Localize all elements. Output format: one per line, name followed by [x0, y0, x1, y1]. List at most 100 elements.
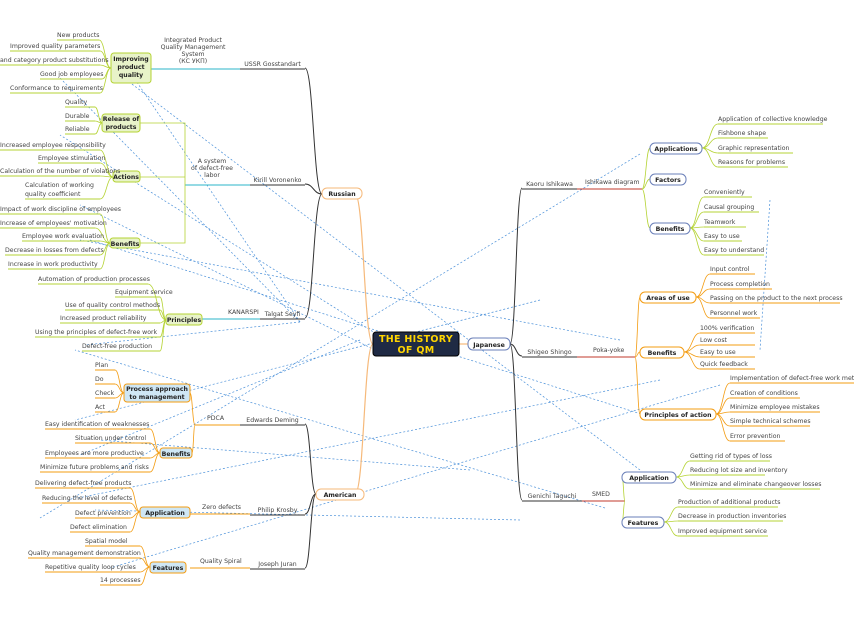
leaf-improving-quality: Conformance to requirements	[10, 85, 103, 92]
leaf-application: Defect elimination	[70, 524, 127, 531]
group-benefits-voronenko[interactable]	[109, 237, 141, 249]
leaf-features: 14 processes	[100, 577, 141, 584]
group-benefits-deming[interactable]	[159, 447, 193, 459]
leaf-pdca: Plan	[95, 362, 108, 369]
group-label: Benefits	[111, 241, 140, 248]
person-seyfi: Talgat Seyfi	[264, 311, 301, 318]
group-label: Features	[628, 520, 659, 527]
group-features-taguchi[interactable]	[621, 516, 665, 529]
cross-link	[77, 379, 661, 499]
leaf-actions: quality coefficient	[25, 191, 81, 198]
leaf-principles: Defect-free production	[82, 343, 152, 350]
curve	[715, 382, 731, 415]
leaf-applications: Reasons for problems	[718, 159, 785, 166]
cross-link	[39, 153, 641, 519]
branch-american-node[interactable]	[315, 488, 365, 501]
leaf-actions: Increased employee responsibility	[0, 142, 106, 149]
group-label: Application	[145, 510, 184, 517]
leaf-pdca: Check	[95, 390, 114, 397]
leaf-benefits: Minimize future problems and risks	[40, 464, 149, 471]
group-applications-ishikawa[interactable]	[649, 142, 703, 155]
cross-link	[94, 509, 521, 521]
leaf-areas: Personnel work	[710, 310, 758, 317]
leaf-application: Delivering defect-free products	[35, 480, 132, 487]
curve	[701, 147, 719, 168]
person-connector	[509, 343, 523, 501]
curve	[663, 521, 679, 537]
leaf-principles: Use of quality control methods	[65, 302, 160, 309]
system-label-line: Quality Management	[161, 44, 226, 51]
group-label: Benefits	[162, 451, 191, 458]
curve	[689, 196, 705, 229]
person-taguchi: Genichi Taguchi	[528, 493, 577, 500]
group-label: Applications	[654, 146, 697, 153]
leaf-benefits: Conveniently	[704, 189, 745, 196]
curve	[641, 188, 651, 229]
leaf-improving-quality: Good job employees	[40, 71, 103, 78]
group-benefits-ishikawa[interactable]	[649, 222, 691, 235]
group-process-approach[interactable]	[123, 383, 191, 403]
group-label: Benefits	[648, 350, 677, 357]
system-label: Ishikawa diagram	[585, 179, 640, 186]
leaf-benefits: Easy to use	[704, 233, 740, 240]
curve	[634, 296, 641, 358]
curve	[634, 356, 641, 415]
group-features-juran[interactable]	[149, 561, 187, 574]
cross-link	[79, 339, 361, 456]
leaf-actions: Employee stimulation	[38, 155, 105, 162]
group-principles-of-action[interactable]	[639, 408, 717, 421]
branch-american-label: American	[324, 492, 357, 499]
central-title-line1: THE HISTORY	[379, 334, 453, 345]
curve	[149, 452, 161, 473]
system-label: Quality Spiral	[200, 558, 242, 565]
curve	[147, 283, 167, 321]
group-label: Factors	[655, 177, 681, 184]
branch-russian-node[interactable]	[321, 187, 363, 200]
curve	[695, 273, 711, 298]
leaf-benefits: Causal grouping	[704, 204, 754, 211]
group-application-crosby[interactable]	[139, 506, 191, 519]
leaf-principles: Using the principles of defect-free work	[35, 329, 158, 336]
group-improving-quality[interactable]	[110, 52, 152, 84]
curve	[99, 176, 114, 200]
group-label: Features	[153, 565, 184, 572]
group-benefits-shingo[interactable]	[639, 346, 685, 359]
system-label-line: Integrated Product	[164, 37, 222, 44]
central-topic[interactable]	[372, 331, 460, 357]
person-connector	[304, 183, 323, 195]
curve	[634, 351, 641, 358]
leaf-benefits: Increase in work productivity	[8, 261, 98, 268]
curve	[715, 413, 731, 427]
leaf-principles: Automation of production processes	[38, 276, 150, 283]
group-principles[interactable]	[165, 313, 203, 326]
leaf-features: Repetitive quality loop cycles	[45, 564, 136, 571]
curve	[715, 413, 731, 442]
leaf-features: Improved equipment service	[678, 528, 767, 535]
branch-japanese-node[interactable]	[467, 337, 511, 351]
person-juran: Joseph Juran	[257, 561, 297, 568]
group-label: Process approach	[126, 386, 188, 393]
leaf-release: Quality	[65, 99, 87, 106]
group-actions[interactable]	[112, 170, 141, 183]
leaf-pdca: Do	[95, 376, 104, 383]
person-connector	[304, 493, 317, 569]
leaf-benefits: Impact of work discipline of employees	[0, 206, 121, 213]
leaf-principles: Creation of conditions	[730, 390, 798, 397]
leaf-features: Production of additional products	[678, 499, 781, 506]
leaf-principles: Equipment service	[115, 289, 173, 296]
group-release[interactable]	[101, 113, 141, 133]
leaf-release: Durable	[65, 113, 90, 120]
curve	[159, 296, 167, 321]
branch-russian	[354, 193, 374, 345]
group-areas-of-use[interactable]	[639, 291, 697, 304]
group-factors[interactable]	[649, 173, 687, 186]
curve	[689, 227, 705, 256]
group-application-taguchi[interactable]	[621, 471, 677, 484]
person-connector	[509, 187, 523, 345]
curve	[641, 147, 651, 190]
leaf-application: Reducing lot size and inventory	[690, 467, 788, 474]
leaf-applications: Graphic representation	[718, 145, 790, 152]
leaf-improving-quality: and category product substitutions	[0, 57, 109, 64]
leaf-principles: Minimize employee mistakes	[730, 404, 820, 411]
